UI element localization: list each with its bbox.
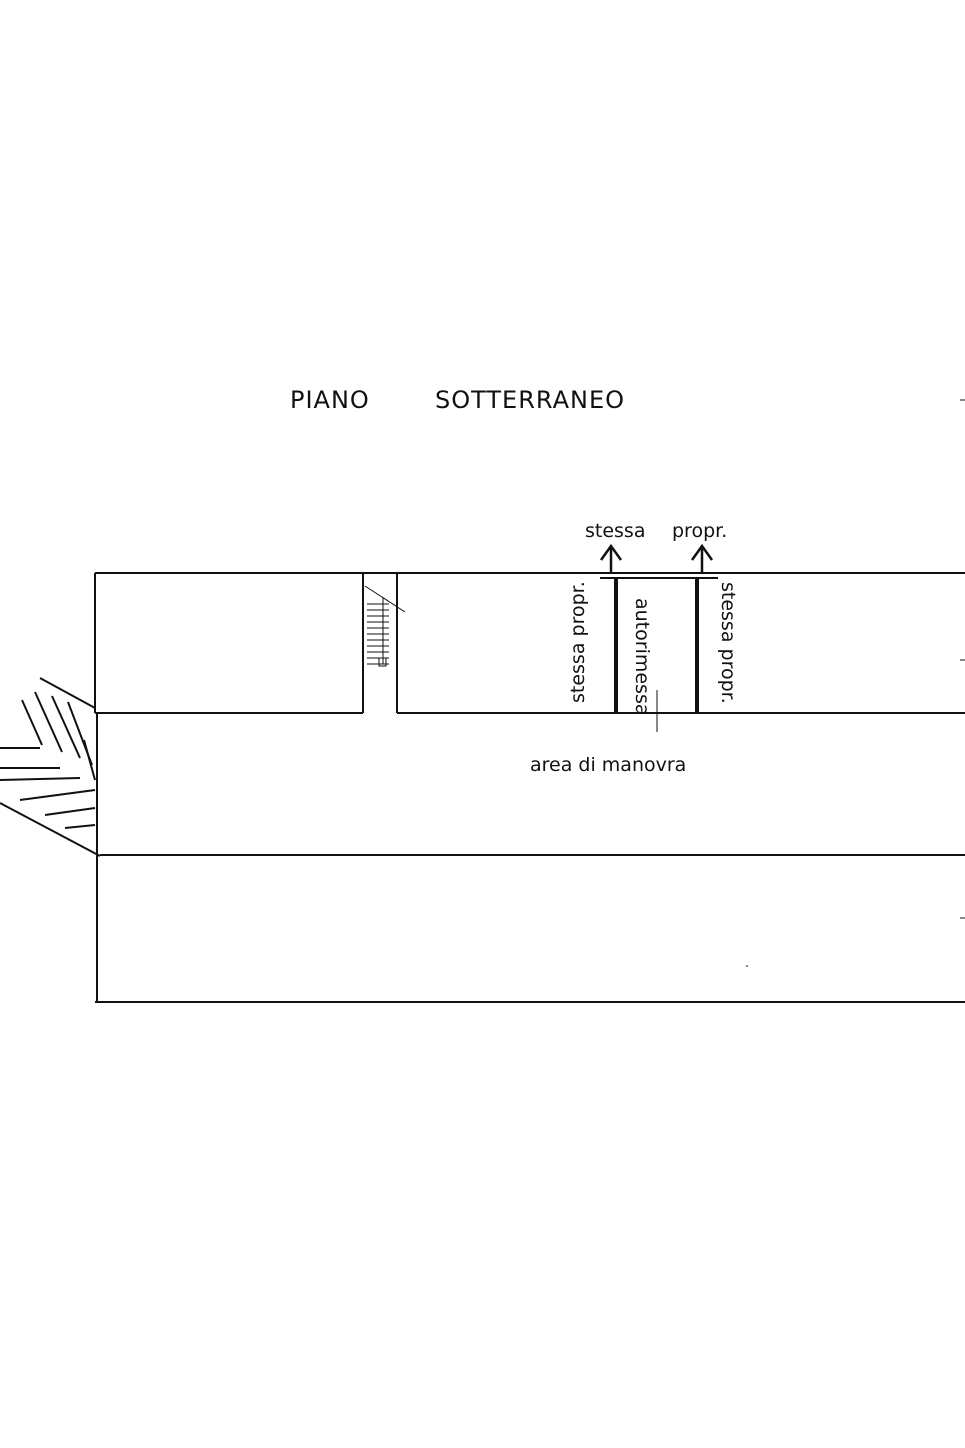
- arrow-up-icon: [690, 543, 714, 572]
- label-right-adjacent-property: stessa propr.: [717, 582, 739, 704]
- label-propr-top: propr.: [672, 520, 727, 542]
- building-outline: [94, 572, 965, 1003]
- edge-marks: [746, 399, 965, 967]
- plan-title-word1: PIANO: [290, 386, 370, 414]
- arrow-up-icon: [599, 543, 623, 572]
- label-garage: autorimessa: [631, 598, 653, 716]
- garage-box: [600, 577, 718, 732]
- staircase: [362, 573, 406, 713]
- label-left-adjacent-property: stessa propr.: [567, 581, 589, 703]
- label-stessa-top: stessa: [585, 520, 645, 542]
- external-ramp: [0, 677, 101, 857]
- plan-title-word2: SOTTERRANEO: [435, 386, 625, 414]
- label-maneuver-area: area di manovra: [530, 754, 686, 776]
